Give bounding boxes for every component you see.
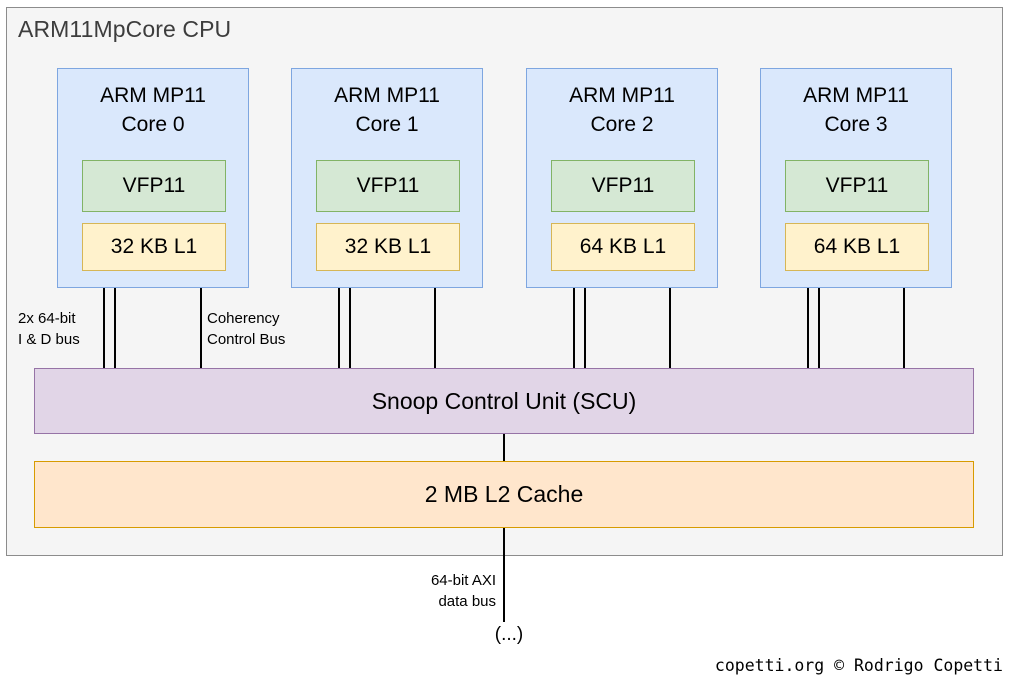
l1-cache-box-2[interactable]: 64 KB L1: [551, 223, 695, 271]
connector-id-bus-3b: [818, 288, 820, 368]
connector-scu-to-l2: [503, 434, 505, 461]
l2-cache-box[interactable]: 2 MB L2 Cache: [34, 461, 974, 528]
connector-id-bus-3a: [807, 288, 809, 368]
connector-id-bus-2b: [584, 288, 586, 368]
vfp-box-2[interactable]: VFP11: [551, 160, 695, 212]
coherency-bus-label: Coherency Control Bus: [207, 310, 286, 348]
connector-coherency-bus-2: [669, 288, 671, 368]
id-bus-label: 2x 64-bit I & D bus: [18, 310, 80, 348]
connector-axi-bus: [503, 528, 505, 622]
attribution-text: copetti.org © Rodrigo Copetti: [714, 656, 1003, 675]
snoop-control-unit-box[interactable]: Snoop Control Unit (SCU): [34, 368, 974, 434]
core-box-1[interactable]: ARM MP11 Core 1 VFP11 32 KB L1: [291, 68, 483, 288]
connector-id-bus-1b: [349, 288, 351, 368]
core-label-2: ARM MP11 Core 2: [569, 84, 675, 136]
vfp-box-3[interactable]: VFP11: [785, 160, 929, 212]
connector-coherency-bus-1: [434, 288, 436, 368]
core-box-0[interactable]: ARM MP11 Core 0 VFP11 32 KB L1: [57, 68, 249, 288]
connector-id-bus-1a: [338, 288, 340, 368]
vfp-box-0[interactable]: VFP11: [82, 160, 226, 212]
connector-id-bus-0b: [114, 288, 116, 368]
core-label-1: ARM MP11 Core 1: [334, 84, 440, 136]
core-box-2[interactable]: ARM MP11 Core 2 VFP11 64 KB L1: [526, 68, 718, 288]
core-label-3: ARM MP11 Core 3: [803, 84, 909, 136]
connector-id-bus-0a: [103, 288, 105, 368]
cpu-package-title: ARM11MpCore CPU: [18, 16, 232, 42]
external-ellipsis-label: (...): [494, 624, 524, 645]
connector-id-bus-2a: [573, 288, 575, 368]
connector-coherency-bus-0: [200, 288, 202, 368]
core-label-0: ARM MP11 Core 0: [100, 84, 206, 136]
l1-cache-box-1[interactable]: 32 KB L1: [316, 223, 460, 271]
l1-cache-box-3[interactable]: 64 KB L1: [785, 223, 929, 271]
vfp-box-1[interactable]: VFP11: [316, 160, 460, 212]
axi-bus-label: 64-bit AXI data bus: [430, 572, 496, 610]
core-box-3[interactable]: ARM MP11 Core 3 VFP11 64 KB L1: [760, 68, 952, 288]
l1-cache-box-0[interactable]: 32 KB L1: [82, 223, 226, 271]
connector-coherency-bus-3: [903, 288, 905, 368]
